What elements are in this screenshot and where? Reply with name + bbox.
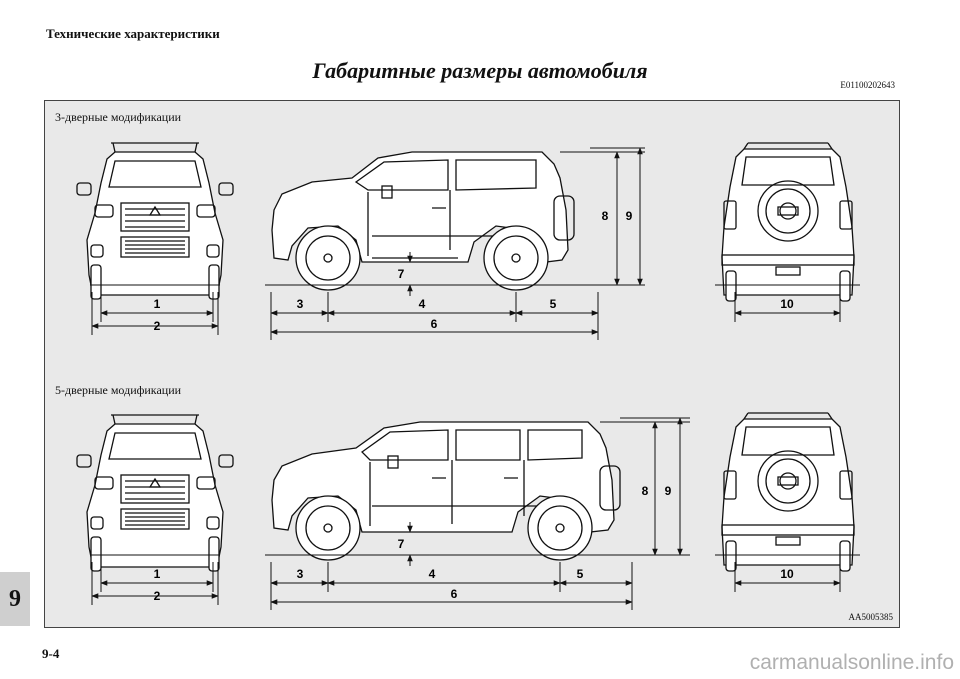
front-view-3door <box>76 142 234 300</box>
dim-2-3door: 2 <box>154 319 161 333</box>
dim-8-3door: 8 <box>602 209 609 223</box>
page-number: 9-4 <box>42 646 60 661</box>
rear-view-3door <box>721 142 855 302</box>
caption-5-door: 5-дверные модификации <box>55 383 182 397</box>
dim-5-3door: 5 <box>550 297 557 311</box>
dim-5-5door: 5 <box>577 567 584 581</box>
dim-1-5door: 1 <box>154 567 161 581</box>
figure-code: AA5005385 <box>848 612 894 622</box>
dim-7-5door: 7 <box>398 537 405 551</box>
dim-9-5door: 9 <box>665 484 672 498</box>
dim-3-5door: 3 <box>297 567 304 581</box>
front-view-5door <box>76 414 234 572</box>
document-code: E01100202643 <box>840 80 895 90</box>
dim-7-3door: 7 <box>398 267 405 281</box>
rear-view-5door <box>721 412 855 572</box>
running-header: Технические характеристики <box>46 26 220 41</box>
side-view-3door <box>271 151 575 291</box>
side-view-5door <box>271 421 621 561</box>
dim-8-5door: 8 <box>642 484 649 498</box>
dim-6-3door: 6 <box>431 317 438 331</box>
dim-2-5door: 2 <box>154 589 161 603</box>
dim-4-5door: 4 <box>429 567 436 581</box>
dim-9-3door: 9 <box>626 209 633 223</box>
section-tab: 9 <box>0 572 30 626</box>
page-title: Габаритные размеры автомобиля <box>312 58 648 83</box>
dim-3-3door: 3 <box>297 297 304 311</box>
caption-3-door: 3-дверные модификации <box>55 110 182 124</box>
dim-6-5door: 6 <box>451 587 458 601</box>
dim-10-5door: 10 <box>780 567 794 581</box>
section-tab-number: 9 <box>9 586 21 612</box>
dim-1-3door: 1 <box>154 297 161 311</box>
dim-10-3door: 10 <box>780 297 794 311</box>
dim-4-3door: 4 <box>419 297 426 311</box>
watermark: carmanualsonline.info <box>749 651 954 674</box>
